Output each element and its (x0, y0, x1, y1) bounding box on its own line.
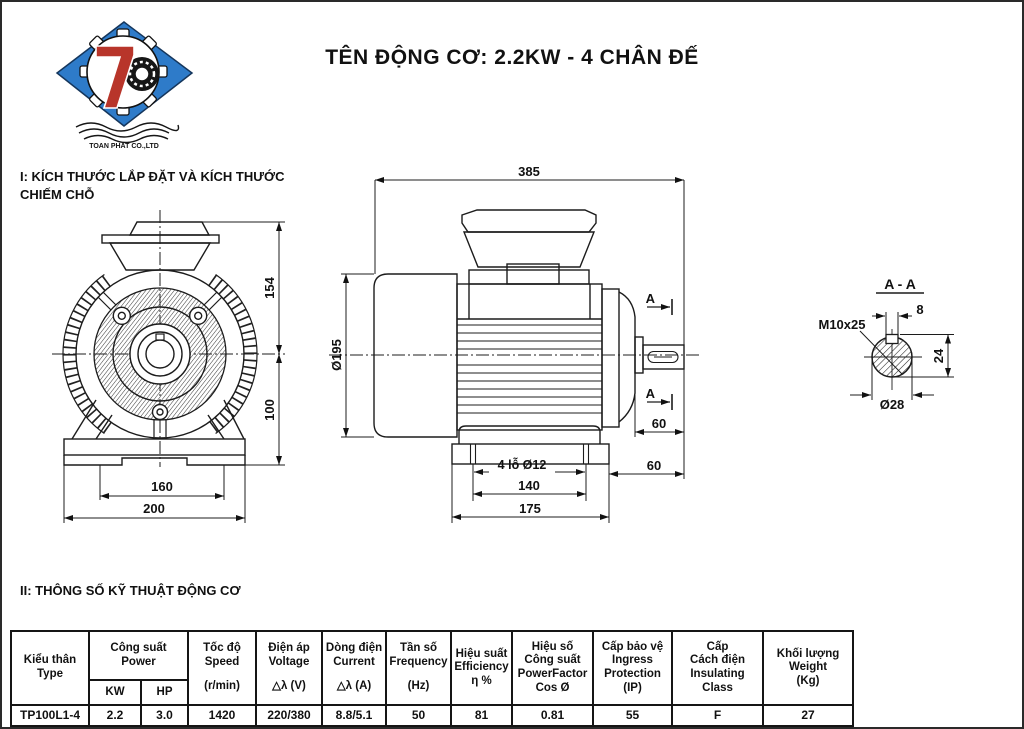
col-header-kw: KW (88, 679, 142, 706)
aa-tap-label: M10x25 (819, 317, 866, 332)
front-terminal-box (101, 221, 220, 271)
section-marker-a-top: A (646, 291, 656, 306)
front-dimensions (63, 221, 285, 523)
logo-waves (75, 122, 180, 144)
value-kw: 2.2 (88, 704, 142, 727)
spec-row: TP100L1-4 2.2 3.0 1420 220/380 8.8/5.1 5… (10, 704, 855, 727)
section-cut-markers (647, 299, 673, 410)
front-base (63, 399, 246, 466)
aa-dim-8: 8 (916, 302, 923, 317)
side-dim-175: 175 (519, 501, 541, 516)
side-dim-140: 140 (518, 478, 540, 493)
front-dim-100: 100 (262, 399, 277, 421)
side-motor-body (373, 273, 644, 438)
value-speed: 1420 (187, 704, 258, 727)
col-header-hp: HP (139, 679, 190, 706)
value-type: TP100L1-4 (10, 704, 90, 727)
value-power-factor: 0.81 (511, 704, 595, 727)
value-insulation: F (671, 704, 765, 727)
side-dim-385: 385 (518, 167, 540, 179)
front-dim-200: 200 (143, 501, 165, 516)
side-feet (451, 425, 610, 465)
company-logo: TOAN PHAT CO.,LTD (55, 21, 194, 150)
side-dim-60-rear: 60 (647, 458, 661, 473)
aa-dimensions (850, 312, 954, 400)
side-dimensions (341, 177, 685, 523)
value-efficiency: 81 (450, 704, 514, 727)
side-view-drawing: 385 Ø195 4 lỗ Ø12 140 175 60 60 A A (329, 167, 699, 523)
side-dim-dia195: Ø195 (329, 339, 344, 371)
side-terminal-box (461, 209, 597, 285)
aa-dim-24: 24 (931, 348, 946, 363)
logo-bearing-icon (125, 57, 159, 91)
value-current: 8.8/5.1 (321, 704, 388, 727)
logo-seven (95, 45, 135, 109)
side-holes-label: 4 lỗ Ø12 (498, 457, 547, 472)
section-1-heading: I: KÍCH THƯỚC LẮP ĐẶT VÀ KÍCH THƯỚC CHIẾ… (20, 169, 285, 203)
side-shaft (642, 344, 685, 370)
value-weight: 27 (762, 704, 855, 727)
section-aa-drawing: A - A 8 M10x25 24 Ø28 (819, 276, 954, 412)
front-dim-160: 160 (151, 479, 173, 494)
section-2-heading: II: THÔNG SỐ KỸ THUẬT ĐỘNG CƠ (20, 583, 241, 598)
value-frequency: 50 (385, 704, 453, 727)
logo-company-name: TOAN PHAT CO.,LTD (89, 143, 159, 150)
aa-title: A - A (884, 276, 916, 292)
page-title: TÊN ĐỘNG CƠ: 2.2KW - 4 CHÂN ĐẾ (325, 46, 699, 69)
front-dim-154: 154 (262, 276, 277, 298)
front-bolt-lugs (97, 291, 223, 437)
aa-shaft-section (864, 329, 922, 390)
section-marker-a-bottom: A (646, 386, 656, 401)
value-hp: 3.0 (139, 704, 190, 727)
value-voltage: 220/380 (255, 704, 324, 727)
aa-dim-dia28: Ø28 (880, 397, 905, 412)
value-protection: 55 (592, 704, 674, 727)
side-dim-60-shaft: 60 (652, 416, 666, 431)
front-view-drawing: 154 100 160 200 (52, 210, 285, 523)
